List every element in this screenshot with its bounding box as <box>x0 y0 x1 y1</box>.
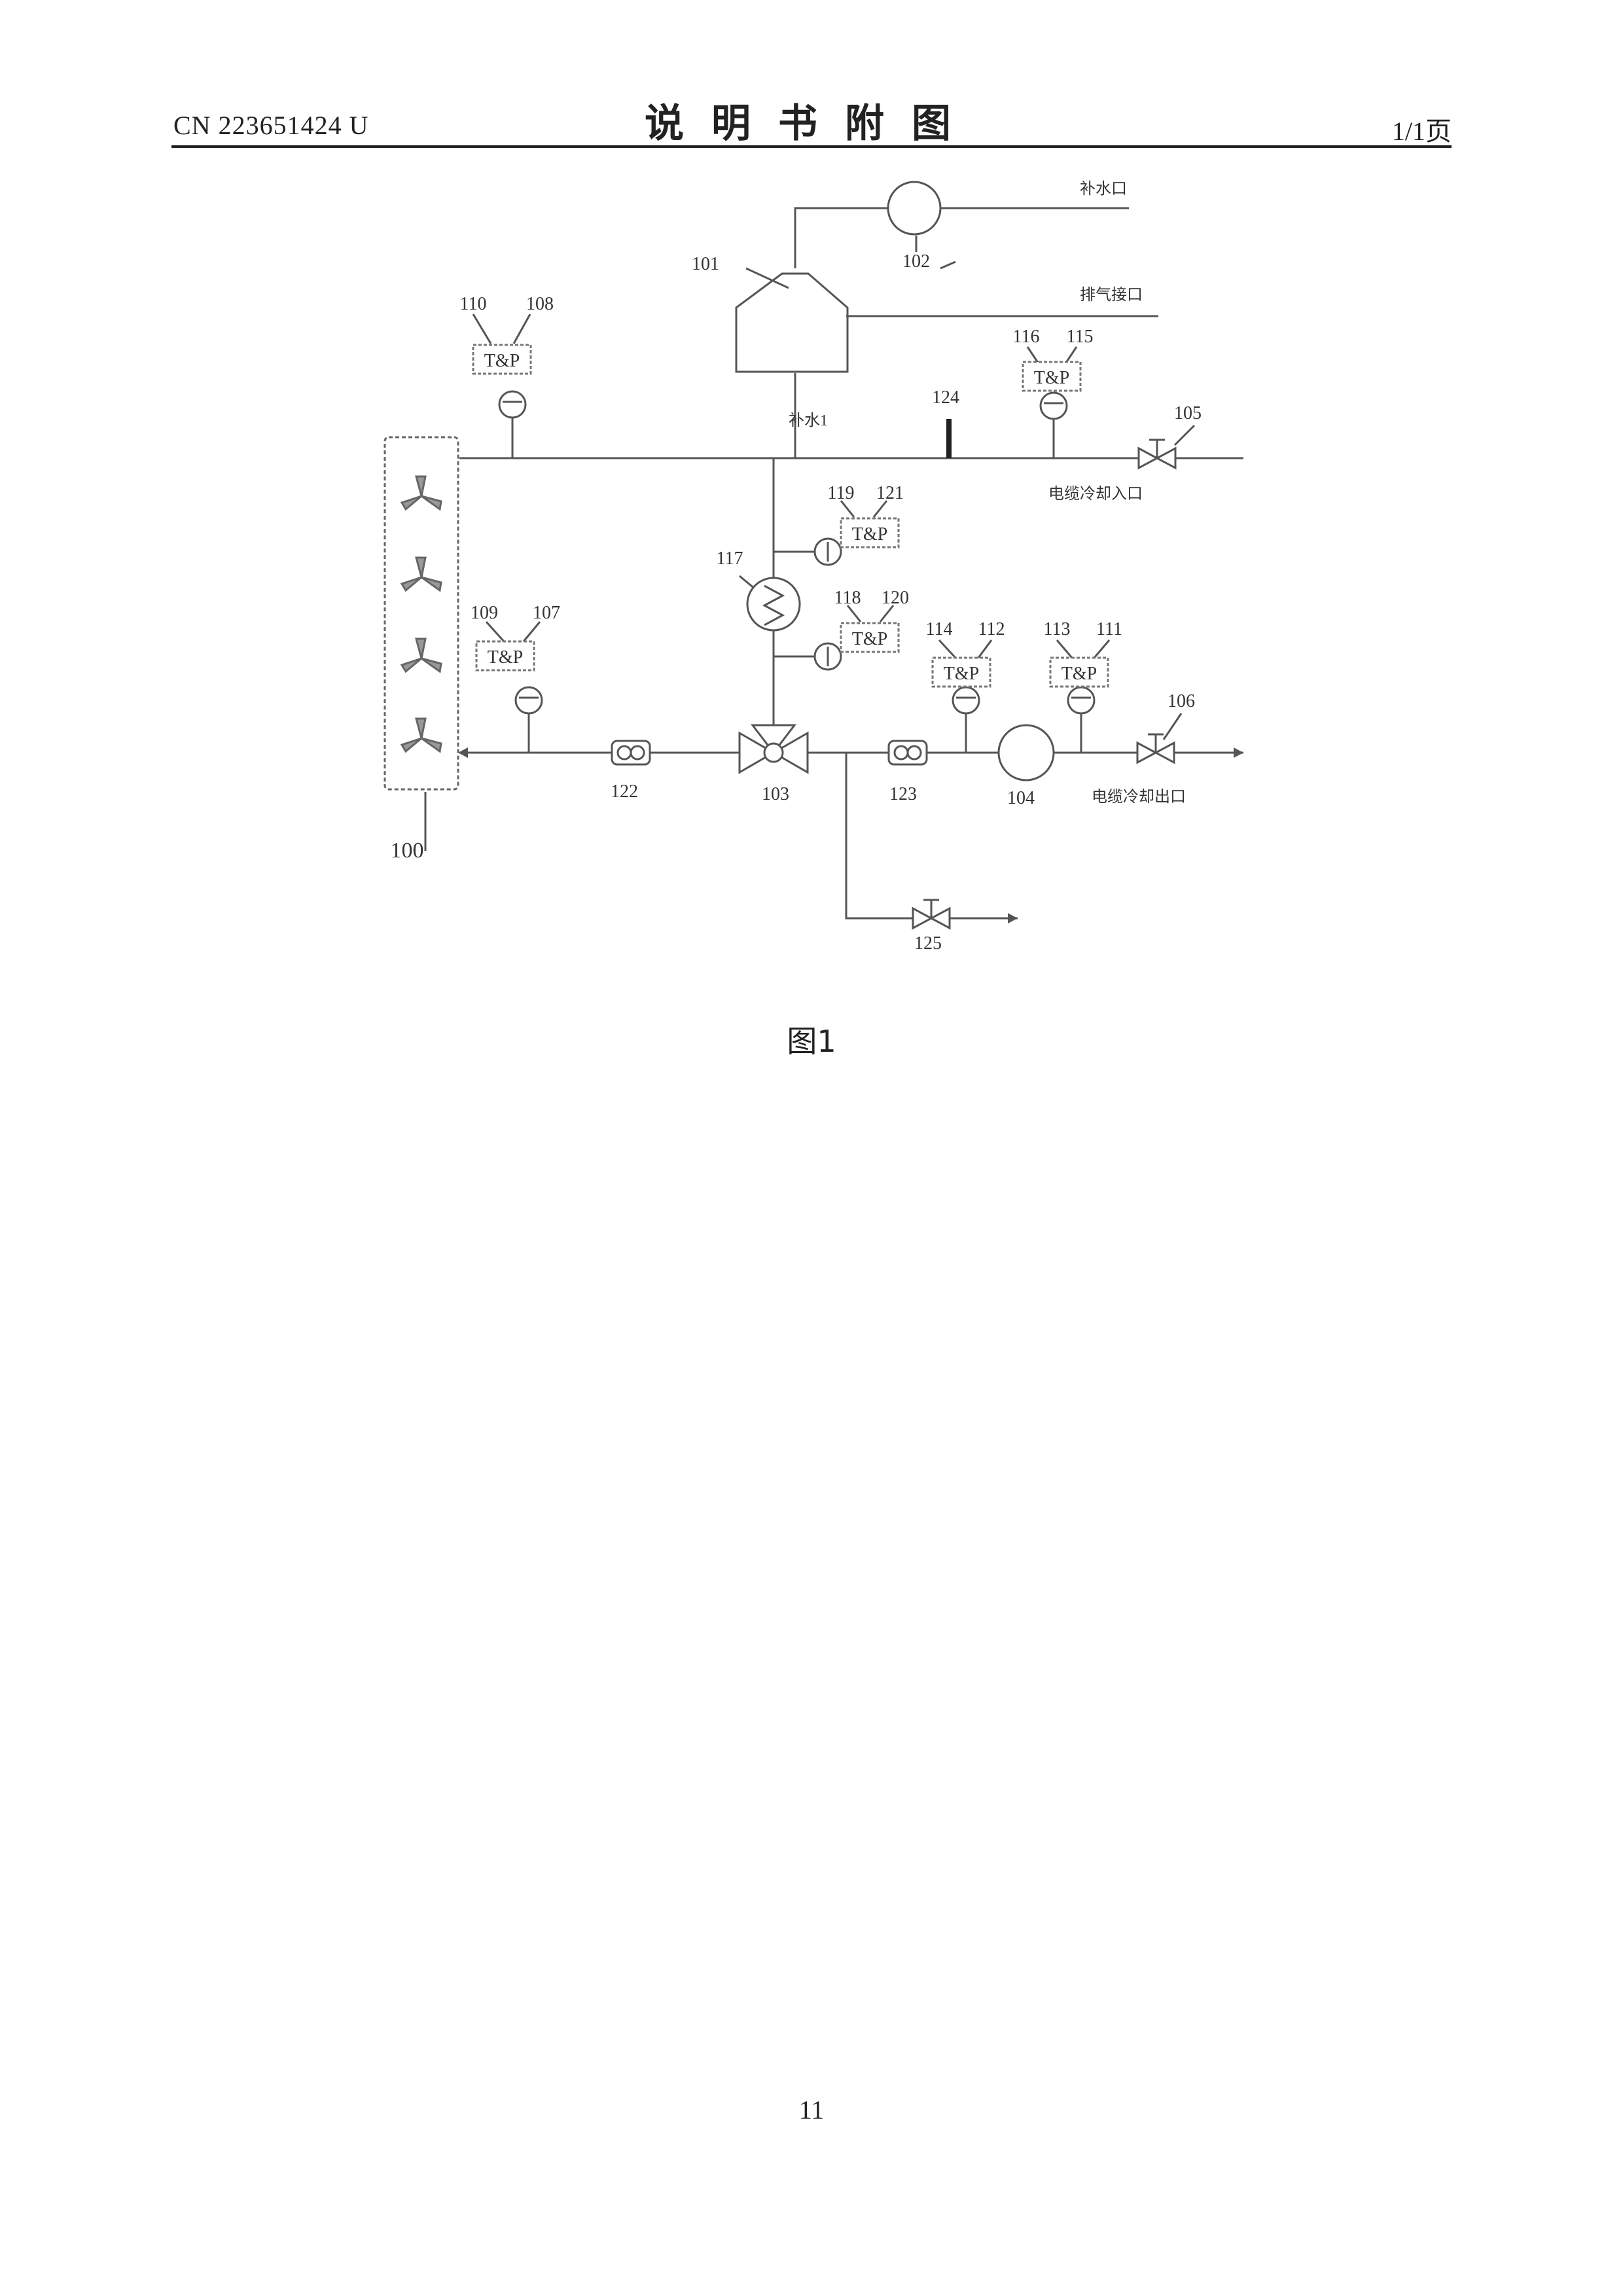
label-122: 122 <box>611 781 638 802</box>
label-120: 120 <box>882 588 909 608</box>
label-makeup: 补水1 <box>789 412 828 429</box>
tp-text: T&P <box>1034 368 1069 388</box>
gauge-icon <box>953 687 979 713</box>
label-114: 114 <box>926 619 953 639</box>
label-107: 107 <box>533 603 560 623</box>
cooling-system-diagram: T&P T&P T&P T&P T&P T&P T&P <box>0 0 1623 995</box>
main-pump <box>999 725 1054 780</box>
label-cable-inlet: 电缆冷却入口 <box>1048 485 1143 503</box>
label-104: 104 <box>1007 788 1035 808</box>
tp-text: T&P <box>488 647 523 668</box>
gauge-icon <box>499 391 526 418</box>
label-117: 117 <box>717 548 743 569</box>
arrow-head <box>458 747 468 758</box>
label-111: 111 <box>1096 619 1122 639</box>
pipe-top <box>795 208 888 268</box>
label-110: 110 <box>460 294 487 314</box>
arrow-head <box>1234 747 1243 758</box>
label-105: 105 <box>1174 403 1202 423</box>
top-pump <box>888 182 940 234</box>
drain-valve <box>913 900 950 928</box>
label-103: 103 <box>762 784 789 804</box>
tp-text: T&P <box>1061 664 1097 684</box>
label-123: 123 <box>889 784 917 804</box>
label-100: 100 <box>391 838 424 863</box>
label-125: 125 <box>914 933 942 954</box>
tp-text: T&P <box>852 629 887 649</box>
label-116: 116 <box>1013 327 1040 347</box>
label-112: 112 <box>978 619 1005 639</box>
label-118: 118 <box>834 588 861 608</box>
heater <box>747 578 800 630</box>
pipe-drain <box>846 753 1018 918</box>
label-109: 109 <box>471 603 498 623</box>
tp-text: T&P <box>852 524 887 545</box>
label-106: 106 <box>1168 691 1195 711</box>
label-cable-outlet: 电缆冷却出口 <box>1092 788 1186 806</box>
inlet-valve <box>1139 440 1175 468</box>
outlet-valve <box>1137 734 1174 762</box>
tp-text: T&P <box>484 351 520 371</box>
label-102: 102 <box>902 251 930 272</box>
label-119: 119 <box>828 483 855 503</box>
gauge-icon <box>516 687 542 713</box>
arrow-head <box>1008 913 1018 924</box>
label-115: 115 <box>1067 327 1094 347</box>
label-113: 113 <box>1044 619 1071 639</box>
gauge-icon <box>1041 393 1067 419</box>
label-101: 101 <box>692 254 719 274</box>
three-way-valve <box>740 725 808 772</box>
tank <box>736 274 847 372</box>
label-121: 121 <box>876 483 904 503</box>
page-number: 11 <box>0 2094 1623 2125</box>
tp-text: T&P <box>944 664 979 684</box>
fan-array <box>385 437 458 789</box>
gauge-icon <box>1068 687 1094 713</box>
label-exhaust: 排气接口 <box>1080 286 1143 304</box>
label-124: 124 <box>932 387 959 408</box>
figure-caption: 图1 <box>0 1018 1623 1061</box>
label-top-inlet: 补水口 <box>1080 180 1127 198</box>
label-108: 108 <box>526 294 554 314</box>
